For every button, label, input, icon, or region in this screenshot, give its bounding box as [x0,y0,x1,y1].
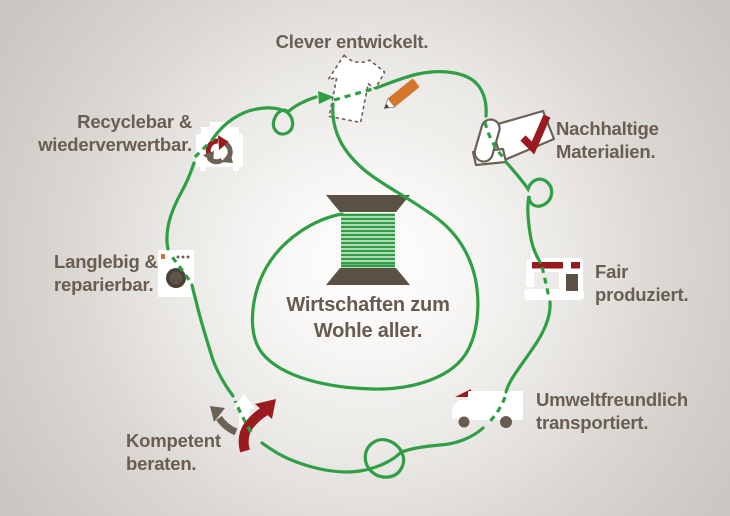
sewing-machine-icon [524,251,584,300]
thread-dashed-path [168,86,551,433]
fabric-checkmark-icon [471,109,556,167]
label-kompetent-beraten: Kompetent beraten. [126,430,221,474]
delivery-truck-icon [452,389,523,428]
tshirt-icon [327,54,386,124]
truck-flag-icon [455,389,471,397]
recycle-bin-icon [196,122,243,171]
washing-machine-icon [158,250,194,297]
label-umweltfreundlich-transportiert: Umweltfreundlich transportiert. [536,389,689,433]
label-fair-produziert: Fair produziert. [595,261,689,305]
label-langlebig-reparierbar: Langlebig & reparierbar. [54,251,158,295]
thread-spool-icon [326,195,410,285]
thread-arrowhead-icon [318,91,334,104]
center-caption: Wirtschaften zum Wohle aller. [286,294,450,342]
label-nachhaltige-materialien: Nachhaltige Materialien. [556,118,659,162]
label-recyclebar-wiederverwertbar: Recyclebar & wiederverwertbar. [38,111,192,155]
direction-arrows-icon [210,394,276,453]
label-clever-entwickelt: Clever entwickelt. [275,31,429,52]
recycle-symbol-icon [203,135,233,165]
pencil-icon [383,78,420,109]
checkmark-icon [520,114,551,155]
thread-path [165,70,554,479]
